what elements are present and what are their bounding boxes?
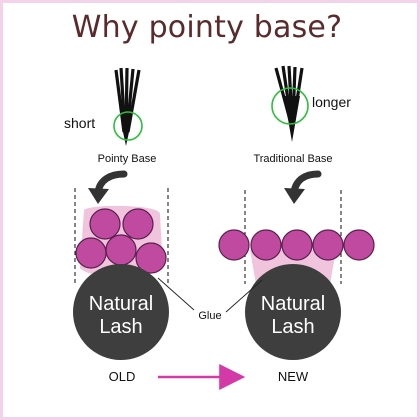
new-natural-lash	[245, 264, 341, 360]
traditional-base-label: Traditional Base	[253, 153, 332, 165]
old-natural-lash-text-line2: Lash	[99, 316, 142, 338]
glue-label: Glue	[198, 310, 221, 322]
glue-pointer-lines	[157, 277, 263, 313]
short-label: short	[64, 115, 95, 131]
new-natural-lash-text-line2: Lash	[271, 316, 314, 338]
old-label: OLD	[109, 369, 136, 384]
new-bond-diagram: Natural Lash	[218, 190, 375, 360]
traditional-base-lash-fan	[274, 65, 304, 142]
old-natural-lash-text-line1: Natural	[89, 293, 153, 315]
new-label: NEW	[278, 369, 309, 384]
diagram-title: Why pointy base?	[71, 10, 343, 45]
pointy-base-lash-fan	[114, 67, 141, 146]
longer-label: longer	[312, 94, 351, 110]
pointy-base-label: Pointy Base	[98, 153, 157, 165]
old-lash-beads	[75, 208, 167, 274]
old-bond-diagram: Natural Lash	[73, 188, 169, 360]
left-curved-arrow-icon	[88, 170, 128, 204]
new-natural-lash-text-line1: Natural	[261, 293, 325, 315]
right-curved-arrow-icon	[284, 170, 322, 204]
new-lash-beads	[218, 229, 375, 261]
longer-base-highlight-circle	[271, 87, 309, 125]
old-natural-lash	[73, 264, 169, 360]
short-base-highlight-circle	[113, 111, 143, 141]
